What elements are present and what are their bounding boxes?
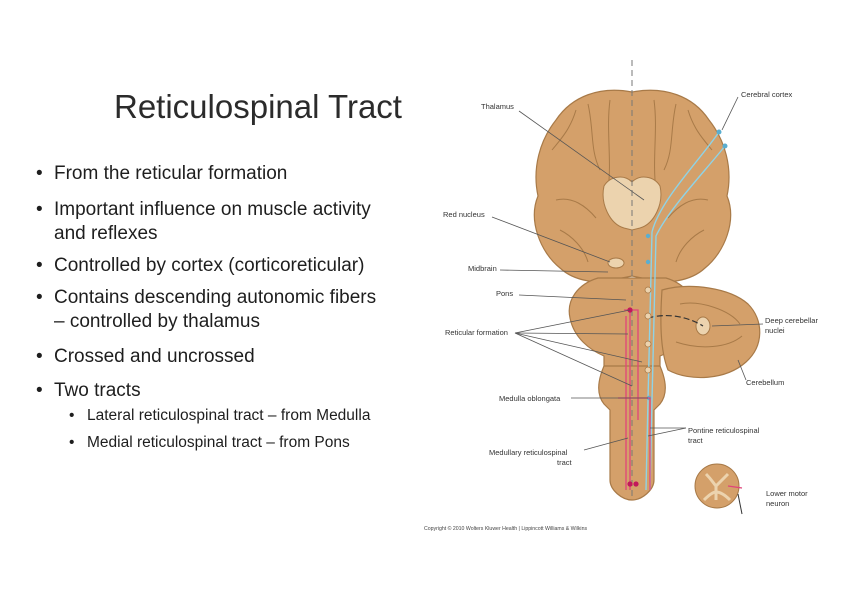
bullet-dot-icon: • [69, 407, 75, 424]
bullet-dot-icon: • [36, 287, 43, 308]
medullary-reticulospinal-tract [618, 307, 651, 490]
label-pontine-reticulospinal-2: tract [688, 436, 704, 445]
label-pontine-reticulospinal: Pontine reticulospinal [688, 426, 760, 435]
label-pons: Pons [496, 289, 513, 298]
bullet-dot-icon: • [69, 434, 75, 451]
label-lower-motor-neuron: Lower motor [766, 489, 808, 498]
label-deep-cerebellar: Deep cerebellar [765, 316, 818, 325]
bullet-text-continued: – controlled by thalamus [54, 311, 260, 332]
bullet-text: From the reticular formation [54, 163, 288, 184]
label-medullary-reticulospinal-2: tract [557, 458, 573, 467]
bullet-dot-icon: • [36, 380, 43, 401]
label-midbrain: Midbrain [468, 264, 497, 273]
pontine-reticulospinal-tract [645, 129, 728, 491]
leader-lines [491, 96, 764, 451]
bullet-dot-icon: • [36, 255, 43, 276]
bullet-text: Important influence on muscle activity [54, 199, 371, 220]
bullet-item: • Contains descending autonomic fibers –… [36, 286, 376, 334]
reticular-formation-nuclei [644, 286, 652, 374]
label-deep-cerebellar-2: nuclei [765, 326, 785, 335]
label-cerebral-cortex: Cerebral cortex [741, 90, 793, 99]
bullet-dot-icon: • [36, 346, 43, 367]
label-thalamus: Thalamus [481, 102, 514, 111]
brain-diagram: Thalamus Cerebral cortex Red nucleus Mid… [424, 60, 818, 532]
bullet-item: • Controlled by cortex (corticoreticular… [36, 254, 364, 278]
bullet-dot-icon: • [36, 163, 43, 184]
label-medulla-oblongata: Medulla oblongata [499, 394, 561, 403]
bullet-item: • Crossed and uncrossed [36, 345, 255, 369]
sub-bullet-item: • Lateral reticulospinal tract – from Me… [69, 406, 370, 426]
bullet-item: • Two tracts [36, 379, 141, 403]
bullet-text: Two tracts [54, 380, 141, 401]
bullet-dot-icon: • [36, 199, 43, 220]
label-cerebellum: Cerebellum [746, 378, 784, 387]
slide-title: Reticulospinal Tract [114, 88, 402, 125]
bullet-text: Crossed and uncrossed [54, 346, 255, 367]
label-red-nucleus: Red nucleus [443, 210, 485, 219]
cerebellum [660, 285, 761, 379]
label-lower-motor-neuron-2: neuron [766, 499, 789, 508]
red-nucleus [607, 257, 625, 269]
bullet-item: • From the reticular formation [36, 162, 287, 186]
label-reticular-formation: Reticular formation [445, 328, 508, 337]
bullet-item: • Important influence on muscle activity… [36, 198, 371, 246]
spinal-cord-section [694, 463, 743, 515]
label-medullary-reticulospinal: Medullary reticulospinal [489, 448, 568, 457]
bullet-text-continued: and reflexes [54, 223, 158, 244]
sub-bullet-item: • Medial reticulospinal tract – from Pon… [69, 433, 350, 453]
bullet-text: Controlled by cortex (corticoreticular) [54, 255, 365, 276]
sub-bullet-text: Lateral reticulospinal tract – from Medu… [87, 407, 371, 424]
bullet-text: Contains descending autonomic fibers [54, 287, 377, 308]
sub-bullet-text: Medial reticulospinal tract – from Pons [87, 434, 350, 451]
copyright-notice: Copyright © 2010 Wolters Kluwer Health |… [424, 525, 587, 532]
